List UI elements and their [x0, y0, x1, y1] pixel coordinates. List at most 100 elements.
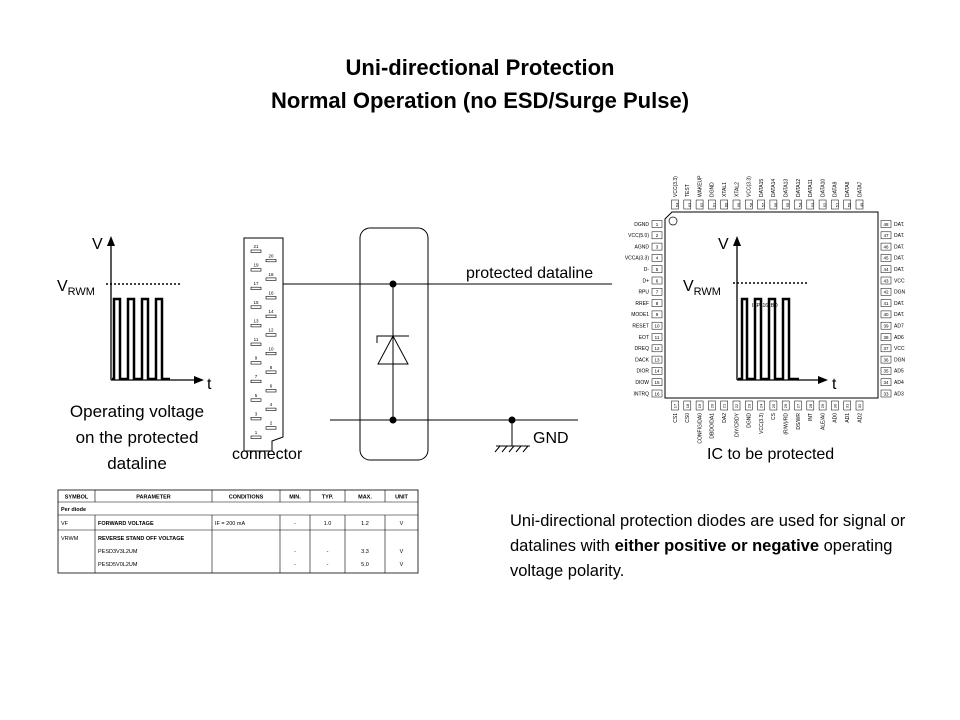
table-cell: PESD5V0L2UM — [98, 562, 138, 568]
svg-text:10: 10 — [654, 324, 660, 329]
svg-text:1: 1 — [255, 430, 258, 435]
ic-pin: 10 RESET — [632, 321, 663, 330]
svg-text:59: 59 — [736, 202, 741, 207]
svg-text:RESET: RESET — [632, 324, 649, 330]
t-label: t — [207, 376, 212, 393]
svg-text:CONFIG/DA0: CONFIG/DA0 — [697, 413, 703, 444]
svg-text:37: 37 — [883, 346, 889, 351]
svg-text:28: 28 — [808, 403, 813, 408]
connector-pin: 12 — [265, 328, 277, 337]
svg-text:VCC(3.3): VCC(3.3) — [673, 176, 679, 197]
connector-pin: 9 — [250, 356, 262, 365]
svg-text:22: 22 — [734, 403, 739, 408]
svg-text:AD4: AD4 — [894, 380, 904, 386]
svg-text:DATA9: DATA9 — [833, 181, 839, 197]
svg-text:8: 8 — [270, 365, 273, 370]
svg-text:39: 39 — [883, 324, 889, 329]
connector-pin: 4 — [265, 402, 277, 411]
table-cell: - — [294, 521, 296, 527]
table-cell: IF = 200 mA — [215, 521, 245, 527]
svg-text:8: 8 — [656, 301, 659, 306]
table-cell: 1.2 — [361, 521, 369, 527]
t-axis-arrow-icon — [194, 376, 204, 384]
table-cell: VRWM — [61, 536, 79, 542]
svg-text:CS0: CS0 — [685, 413, 691, 423]
v-axis-arrow-icon — [107, 236, 115, 246]
connector-pin: 13 — [250, 318, 262, 328]
svg-text:INT: INT — [808, 413, 814, 421]
table-header-cell: MIN. — [289, 495, 301, 501]
v-axis-arrow-icon — [733, 236, 741, 246]
right-voltage-graph: V t VRWM — [683, 236, 837, 393]
svg-text:63: 63 — [687, 202, 692, 207]
svg-text:VCC(5.0): VCC(5.0) — [628, 233, 649, 239]
vrwm-label: VRWM — [57, 278, 95, 298]
svg-text:DGND: DGND — [747, 413, 753, 428]
ic-pin: 26(R/W)/RD — [781, 400, 790, 435]
svg-text:14: 14 — [268, 309, 274, 314]
table-header-cell: MAX. — [358, 495, 372, 501]
svg-text:MODE1: MODE1 — [631, 312, 649, 318]
svg-text:DATA10: DATA10 — [820, 179, 826, 197]
svg-text:16: 16 — [268, 291, 274, 296]
svg-text:49: 49 — [859, 202, 864, 207]
svg-text:23: 23 — [746, 403, 751, 408]
svg-text:RPU: RPU — [638, 290, 649, 296]
svg-text:DACK: DACK — [635, 357, 650, 363]
svg-text:40: 40 — [883, 312, 889, 317]
svg-text:AD1: AD1 — [845, 413, 851, 423]
svg-text:9: 9 — [656, 312, 659, 317]
table-cell: - — [327, 562, 329, 568]
svg-text:5: 5 — [255, 393, 258, 398]
title-line-2: Normal Operation (no ESD/Surge Pulse) — [271, 88, 689, 113]
left-voltage-graph: V t VRWM Operating voltage on the protec… — [57, 236, 212, 473]
connector-pin: 10 — [265, 346, 277, 356]
table-cell: VF — [61, 521, 69, 527]
svg-text:55: 55 — [785, 202, 790, 207]
table-header-cell: UNIT — [395, 495, 408, 501]
svg-text:1: 1 — [656, 222, 659, 227]
svg-text:DBDO/DA1: DBDO/DA1 — [710, 413, 716, 439]
connector-pin: 6 — [265, 384, 277, 393]
table-cell: REVERSE STAND OFF VOLTAGE — [98, 536, 185, 542]
svg-text:7: 7 — [255, 374, 258, 379]
svg-text:19: 19 — [697, 403, 702, 408]
table-cell: 5.0 — [361, 562, 369, 568]
connector-pin: 21 — [250, 244, 262, 253]
svg-text:DS/WR: DS/WR — [796, 413, 802, 430]
svg-text:36: 36 — [883, 357, 889, 362]
svg-text:DATA12: DATA12 — [796, 179, 802, 197]
svg-text:DIOW: DIOW — [635, 380, 649, 386]
chip-name: ISP1161BD — [752, 303, 778, 309]
v-label: V — [92, 236, 103, 253]
svg-text:VCCA(3.3): VCCA(3.3) — [625, 256, 650, 262]
svg-text:62: 62 — [699, 202, 704, 207]
svg-text:6: 6 — [270, 384, 273, 389]
svg-text:2: 2 — [656, 233, 659, 238]
svg-text:24: 24 — [759, 403, 764, 408]
svg-text:DA2: DA2 — [722, 413, 728, 423]
svg-text:54: 54 — [798, 202, 803, 207]
svg-text:26: 26 — [783, 403, 788, 408]
junction-dot — [389, 280, 397, 288]
svg-text:21: 21 — [722, 403, 727, 408]
